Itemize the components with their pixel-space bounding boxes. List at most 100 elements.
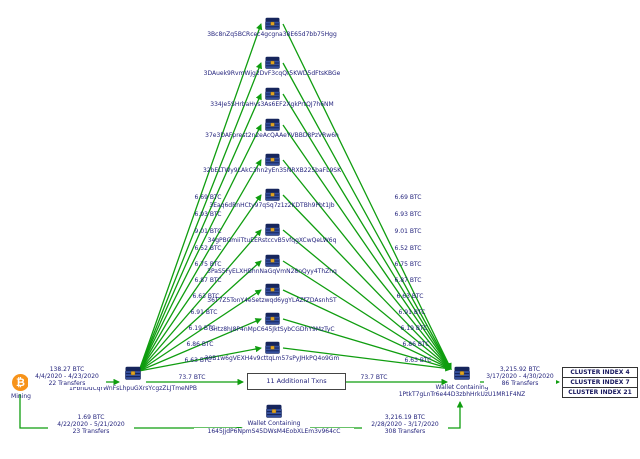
edge-amount: 6.63 BTC <box>184 357 212 364</box>
edge-transfers: 86 Transfers <box>484 380 556 387</box>
edge-line <box>138 93 262 372</box>
edge-line <box>282 318 452 371</box>
edge-amount: 73.7 BTC <box>178 374 206 381</box>
edge-amount: 6.52 BTC <box>394 245 422 252</box>
edge-amount: 6.63 BTC <box>404 357 432 364</box>
address-label: 3Bc8nZq5BCRcec4gcgna38E65d7bb75Hgg <box>207 31 337 38</box>
right-wallet-address: 1PtkT7gLnTr6e44D3zbhHrkUzU1MR1F4NZ <box>398 391 526 398</box>
edge-line <box>310 401 464 429</box>
edge-line <box>138 289 262 372</box>
edge-line <box>282 62 452 370</box>
edge-line <box>138 194 262 372</box>
wallet-icon <box>265 153 280 166</box>
address-node[interactable]: 39B1w6gVEXH4v9cttqLm57sPyJHkPQ4o9Gm <box>152 341 392 362</box>
address-label: 3PaS5FyELXHBhnNaGqVmN28nQyy4ThZnq <box>207 268 337 275</box>
edge-line <box>138 23 263 372</box>
bottom-wallet-title: Wallet Containing <box>204 420 344 427</box>
address-node[interactable]: 36T7Z5TonY4eSetzwqd6ygYLAZfZDAsnhST <box>152 283 392 304</box>
address-label: 39B1w6gVEXH4v9cttqLm57sPyJHkPQ4o9Gm <box>204 355 340 362</box>
edge-dates: 4/4/2020 - 4/23/2020 <box>28 373 106 380</box>
wallet-icon <box>265 56 280 69</box>
address-node[interactable]: 3Htz8hJ8P4nMpC645JktSybCGDhY9MzTyC <box>152 312 392 333</box>
edge-btc: 3,215.92 BTC <box>484 366 556 373</box>
edge-line <box>138 260 262 372</box>
address-label: 3DAuek9RvmWjg2DvF3cqQr5KWD5dFtsKBGe <box>203 70 341 77</box>
cluster-index-box[interactable]: CLUSTER INDEX 21 <box>562 387 638 398</box>
wallet-icon <box>265 17 280 30</box>
edge-amount: 6.75 BTC <box>394 261 422 268</box>
edge-line <box>282 194 452 370</box>
address-label: 3Eaq6dRnHCty97qSq7z1z2KDTBh9Pbt1Jb <box>209 202 335 209</box>
address-label: 334Je5SHrbaHvs3As6EF2XgkPrtQJ7h6NM <box>210 101 334 108</box>
edge-line <box>282 229 452 370</box>
edge-dates: 2/28/2020 - 3/17/2020 <box>362 421 448 428</box>
wallet-icon[interactable] <box>266 404 282 418</box>
wallet-icon[interactable] <box>125 366 141 380</box>
additional-txns-box[interactable]: 11 Additional Txns <box>247 373 346 390</box>
edge-line <box>282 260 452 370</box>
bottom-wallet-address: 1645JjdP6NpmS45DWsM4EobXLEm3v964cC <box>194 428 354 435</box>
edge-line <box>138 318 262 372</box>
address-node[interactable]: 334Je5SHrbaHvs3As6EF2XgkPrtQJ7h6NM <box>152 87 392 108</box>
edge-amount: 6.91 BTC <box>190 309 218 316</box>
edge-line <box>138 345 262 372</box>
edge-amount: 6.87 BTC <box>194 277 222 284</box>
address-node[interactable]: 37e3DAFprest2n2eAcQAAeYVBBD8PzVRw6n <box>152 118 392 139</box>
edge-line <box>138 124 262 372</box>
address-label: 32bELTWy9LAkC3hn2yEn35NRXB225baFL9SK <box>202 167 342 174</box>
edge-amount: 6.63 BTC <box>192 293 220 300</box>
edge-dates: 3/17/2020 - 4/30/2020 <box>484 373 556 380</box>
wallet-icon <box>265 87 280 100</box>
edge-transfers: 22 Transfers <box>28 380 106 387</box>
edge-transfers: 23 Transfers <box>48 428 134 435</box>
edge-amount: 6.63 BTC <box>396 293 424 300</box>
edge-amount: 6.19 BTC <box>188 325 216 332</box>
edge-amount: 9.01 BTC <box>194 228 222 235</box>
wallet-icon[interactable] <box>454 366 470 380</box>
edge-label-group: 138.27 BTC 4/4/2020 - 4/23/2020 22 Trans… <box>28 366 106 387</box>
address-node[interactable]: 3DAuek9RvmWjg2DvF3cqQr5KWD5dFtsKBGe <box>152 56 392 77</box>
address-label: 3Htz8hJ8P4nMpC645JktSybCGDhY9MzTyC <box>209 326 335 333</box>
edge-line <box>282 93 452 370</box>
edge-amount: 6.91 BTC <box>398 309 426 316</box>
wallet-icon <box>265 341 280 354</box>
edge-amount: 73.7 BTC <box>360 374 388 381</box>
address-node[interactable]: 3Bc8nZq5BCRcec4gcgna38E65d7bb75Hgg <box>152 17 392 38</box>
edge-amount: 6.86 BTC <box>186 341 214 348</box>
edge-line <box>138 159 262 372</box>
edge-btc: 1.69 BTC <box>48 414 134 421</box>
address-node[interactable]: 3PaS5FyELXHBhnNaGqVmN28nQyy4ThZnq <box>152 254 392 275</box>
edge-btc: 138.27 BTC <box>28 366 106 373</box>
edge-line <box>19 394 243 432</box>
edge-line <box>282 23 452 370</box>
address-node[interactable]: 34gPBGmiiTtuEERstccvB5vfqgXCwQeLW6q <box>152 223 392 244</box>
wallet-icon <box>265 188 280 201</box>
edge-label-group: 1.69 BTC 4/22/2020 - 5/21/2020 23 Transf… <box>48 414 134 435</box>
edge-line <box>282 289 452 370</box>
edge-dates: 4/22/2020 - 5/21/2020 <box>48 421 134 428</box>
edge-amount: 6.93 BTC <box>394 211 422 218</box>
edge-btc: 3,216.19 BTC <box>362 414 448 421</box>
address-node[interactable]: 32bELTWy9LAkC3hn2yEn35NRXB225baFL9SK <box>152 153 392 174</box>
edge-amount: 6.75 BTC <box>194 261 222 268</box>
wallet-icon <box>265 312 280 325</box>
edge-amount: 6.19 BTC <box>400 325 428 332</box>
wallet-icon <box>265 283 280 296</box>
edge-amount: 6.52 BTC <box>194 245 222 252</box>
address-label: 36T7Z5TonY4eSetzwqd6ygYLAZfZDAsnhST <box>207 297 337 304</box>
edge-amount: 6.87 BTC <box>394 277 422 284</box>
edge-line <box>282 159 452 370</box>
edge-amount: 9.01 BTC <box>394 228 422 235</box>
address-node[interactable]: 3Eaq6dRnHCty97qSq7z1z2KDTBh9Pbt1Jb <box>152 188 392 209</box>
edge-amount: 6.93 BTC <box>194 211 222 218</box>
mining-label: Mining <box>11 393 31 400</box>
edge-line <box>138 62 262 372</box>
edge-line <box>282 124 452 370</box>
bitcoin-icon[interactable]: ₿ <box>12 374 29 391</box>
address-label: 37e3DAFprest2n2eAcQAAeYVBBD8PzVRw6n <box>205 132 339 139</box>
address-label: 34gPBGmiiTtuEERstccvB5vfqgXCwQeLW6q <box>207 237 337 244</box>
left-wallet-address: 1PbnDuCqrWnFsLhpuGXrsYcgzZLJTmeNPB <box>69 385 197 392</box>
edge-line <box>138 229 262 372</box>
edge-transfers: 308 Transfers <box>362 428 448 435</box>
